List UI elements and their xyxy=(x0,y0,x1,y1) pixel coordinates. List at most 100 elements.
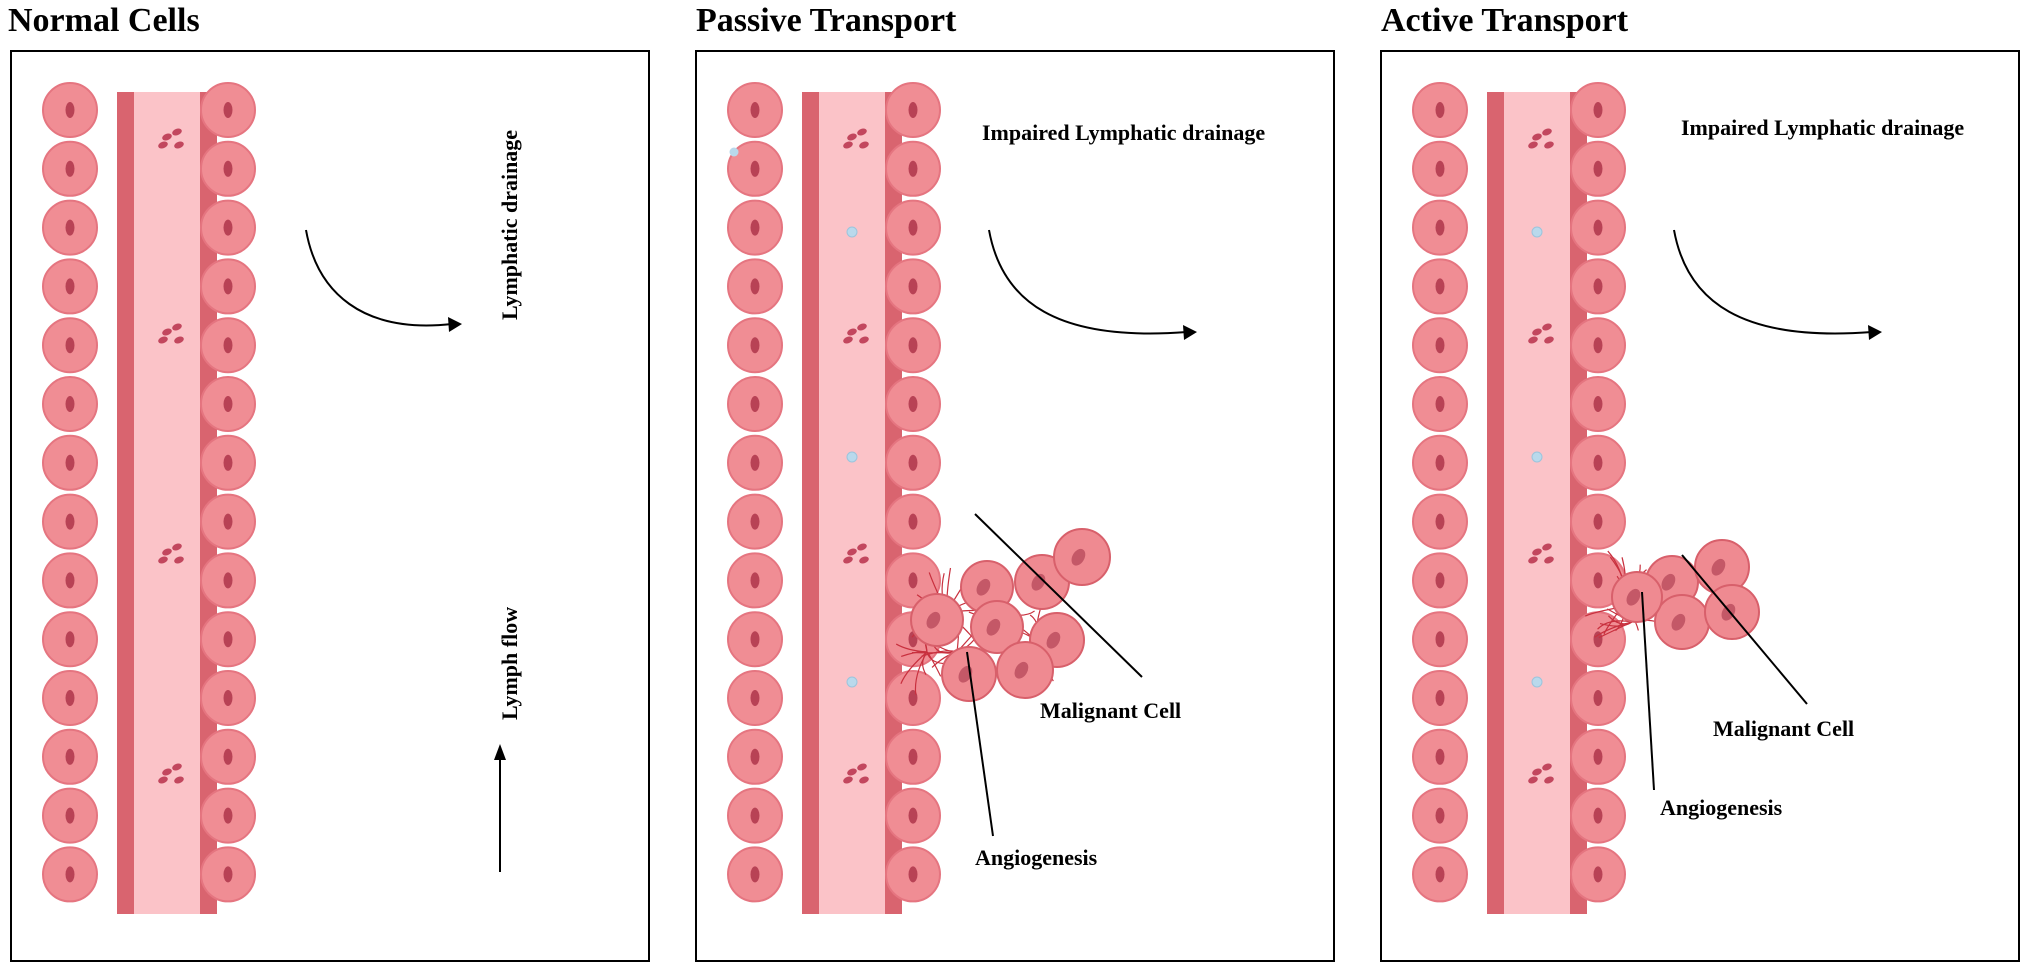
nanoparticle xyxy=(846,226,858,238)
cell-nucleus xyxy=(1593,337,1603,354)
red-blood-cell xyxy=(1542,543,1552,551)
red-blood-cell-cluster xyxy=(158,763,184,784)
panel-title-normal: Normal Cells xyxy=(8,2,200,39)
malignant-cell-nucleus xyxy=(1071,548,1086,566)
cell-nucleus xyxy=(1593,513,1603,530)
angiogenesis-label: Angiogenesis xyxy=(1660,795,1783,820)
red-blood-cell xyxy=(859,776,869,784)
impaired-drainage-label: Impaired Lymphatic drainage xyxy=(982,120,1266,145)
red-blood-cell xyxy=(857,128,867,136)
vessel-lumen xyxy=(134,92,200,914)
cell-nucleus xyxy=(908,337,918,354)
cell-nucleus xyxy=(223,102,233,118)
red-blood-cell xyxy=(174,776,184,784)
cell-nucleus xyxy=(1435,278,1445,295)
red-blood-cell xyxy=(1528,336,1538,344)
red-blood-cell xyxy=(1532,548,1542,556)
cell-nucleus xyxy=(750,572,760,589)
panel-passive-transport: Impaired Lymphatic drainage Malignant Ce… xyxy=(695,50,1335,962)
red-blood-cell xyxy=(158,336,168,344)
cell-nucleus xyxy=(750,807,760,824)
malignant-cell-nucleus xyxy=(926,611,941,629)
capillary-sprout xyxy=(900,651,928,685)
cell-nucleus xyxy=(65,337,75,354)
cell-nucleus xyxy=(750,454,760,471)
drainage-arrow xyxy=(988,229,1197,340)
red-blood-cell-cluster xyxy=(843,763,869,784)
red-blood-cell xyxy=(174,141,184,149)
cell-nucleus xyxy=(223,748,233,765)
cell-nucleus xyxy=(223,219,233,236)
cell-column xyxy=(727,82,783,903)
vessel-lumen xyxy=(819,92,885,914)
red-blood-cell xyxy=(847,133,857,141)
vessel-lumen xyxy=(1504,92,1570,914)
red-blood-cell xyxy=(1532,133,1542,141)
arrow-curve xyxy=(1673,229,1873,335)
red-blood-cell xyxy=(174,336,184,344)
red-blood-cell xyxy=(162,768,172,776)
capillary-sprout xyxy=(1594,621,1633,638)
red-blood-cell-cluster xyxy=(158,128,184,149)
red-blood-cell-cluster xyxy=(158,543,184,564)
nanoparticle xyxy=(1531,226,1543,238)
cell-nucleus xyxy=(223,278,233,295)
arrow-head xyxy=(494,744,506,760)
malignant-cell-nucleus xyxy=(1711,558,1726,576)
red-blood-cell xyxy=(859,556,869,564)
red-blood-cell xyxy=(859,336,869,344)
cell-nucleus xyxy=(223,807,233,824)
red-blood-cell-cluster xyxy=(1528,763,1554,784)
cell-nucleus xyxy=(750,102,760,118)
malignant-cell-nucleus xyxy=(1721,603,1736,621)
red-blood-cell xyxy=(857,543,867,551)
cell-nucleus xyxy=(65,748,75,765)
cell-nucleus xyxy=(908,278,918,295)
malignant-cell-nucleus xyxy=(1014,661,1029,679)
panel-normal-cells: Lymphatic drainage Lymph flow xyxy=(10,50,650,962)
cell-nucleus xyxy=(65,160,75,177)
blood-vessel xyxy=(1487,92,1587,914)
red-blood-cell xyxy=(1528,141,1538,149)
cell-column xyxy=(200,82,256,903)
red-blood-cell-cluster xyxy=(843,128,869,149)
cell-nucleus xyxy=(908,690,918,706)
cell-nucleus xyxy=(750,631,760,648)
red-blood-cell xyxy=(1544,556,1554,564)
cell-nucleus xyxy=(65,102,75,118)
cell-nucleus xyxy=(223,690,233,706)
cell-nucleus xyxy=(1593,396,1603,412)
panel-active-transport: Impaired Lymphatic drainage Malignant Ce… xyxy=(1380,50,2020,962)
cell-nucleus xyxy=(1435,690,1445,706)
cell-nucleus xyxy=(750,160,760,177)
cell-nucleus xyxy=(908,866,918,883)
malignant-cell-nucleus xyxy=(986,618,1001,636)
cell-nucleus xyxy=(1435,572,1445,589)
cell-nucleus xyxy=(1435,160,1445,177)
cell-nucleus xyxy=(1593,748,1603,765)
cell-nucleus xyxy=(908,513,918,530)
cell-nucleus xyxy=(750,337,760,354)
cell-nucleus xyxy=(908,807,918,824)
red-blood-cell xyxy=(847,328,857,336)
blood-vessel xyxy=(802,92,902,914)
malignant-cell-nucleus xyxy=(1661,573,1676,591)
red-blood-cell xyxy=(847,768,857,776)
cell-nucleus xyxy=(65,396,75,412)
nanoparticle xyxy=(1531,676,1543,688)
red-blood-cell xyxy=(172,763,182,771)
cell-nucleus xyxy=(223,337,233,354)
red-blood-cell xyxy=(843,141,853,149)
cell-nucleus xyxy=(1593,631,1603,648)
arrow-head xyxy=(1868,325,1882,340)
red-blood-cell xyxy=(158,141,168,149)
malignant-cell-nucleus xyxy=(976,578,991,596)
leader-line xyxy=(974,513,1143,678)
capillary-sprout xyxy=(922,651,928,675)
active-transport-illustration xyxy=(1412,82,1882,914)
cell-nucleus xyxy=(908,454,918,471)
cell-nucleus xyxy=(223,631,233,648)
cell-nucleus xyxy=(65,807,75,824)
red-blood-cell-cluster xyxy=(1528,543,1554,564)
red-blood-cell xyxy=(857,323,867,331)
